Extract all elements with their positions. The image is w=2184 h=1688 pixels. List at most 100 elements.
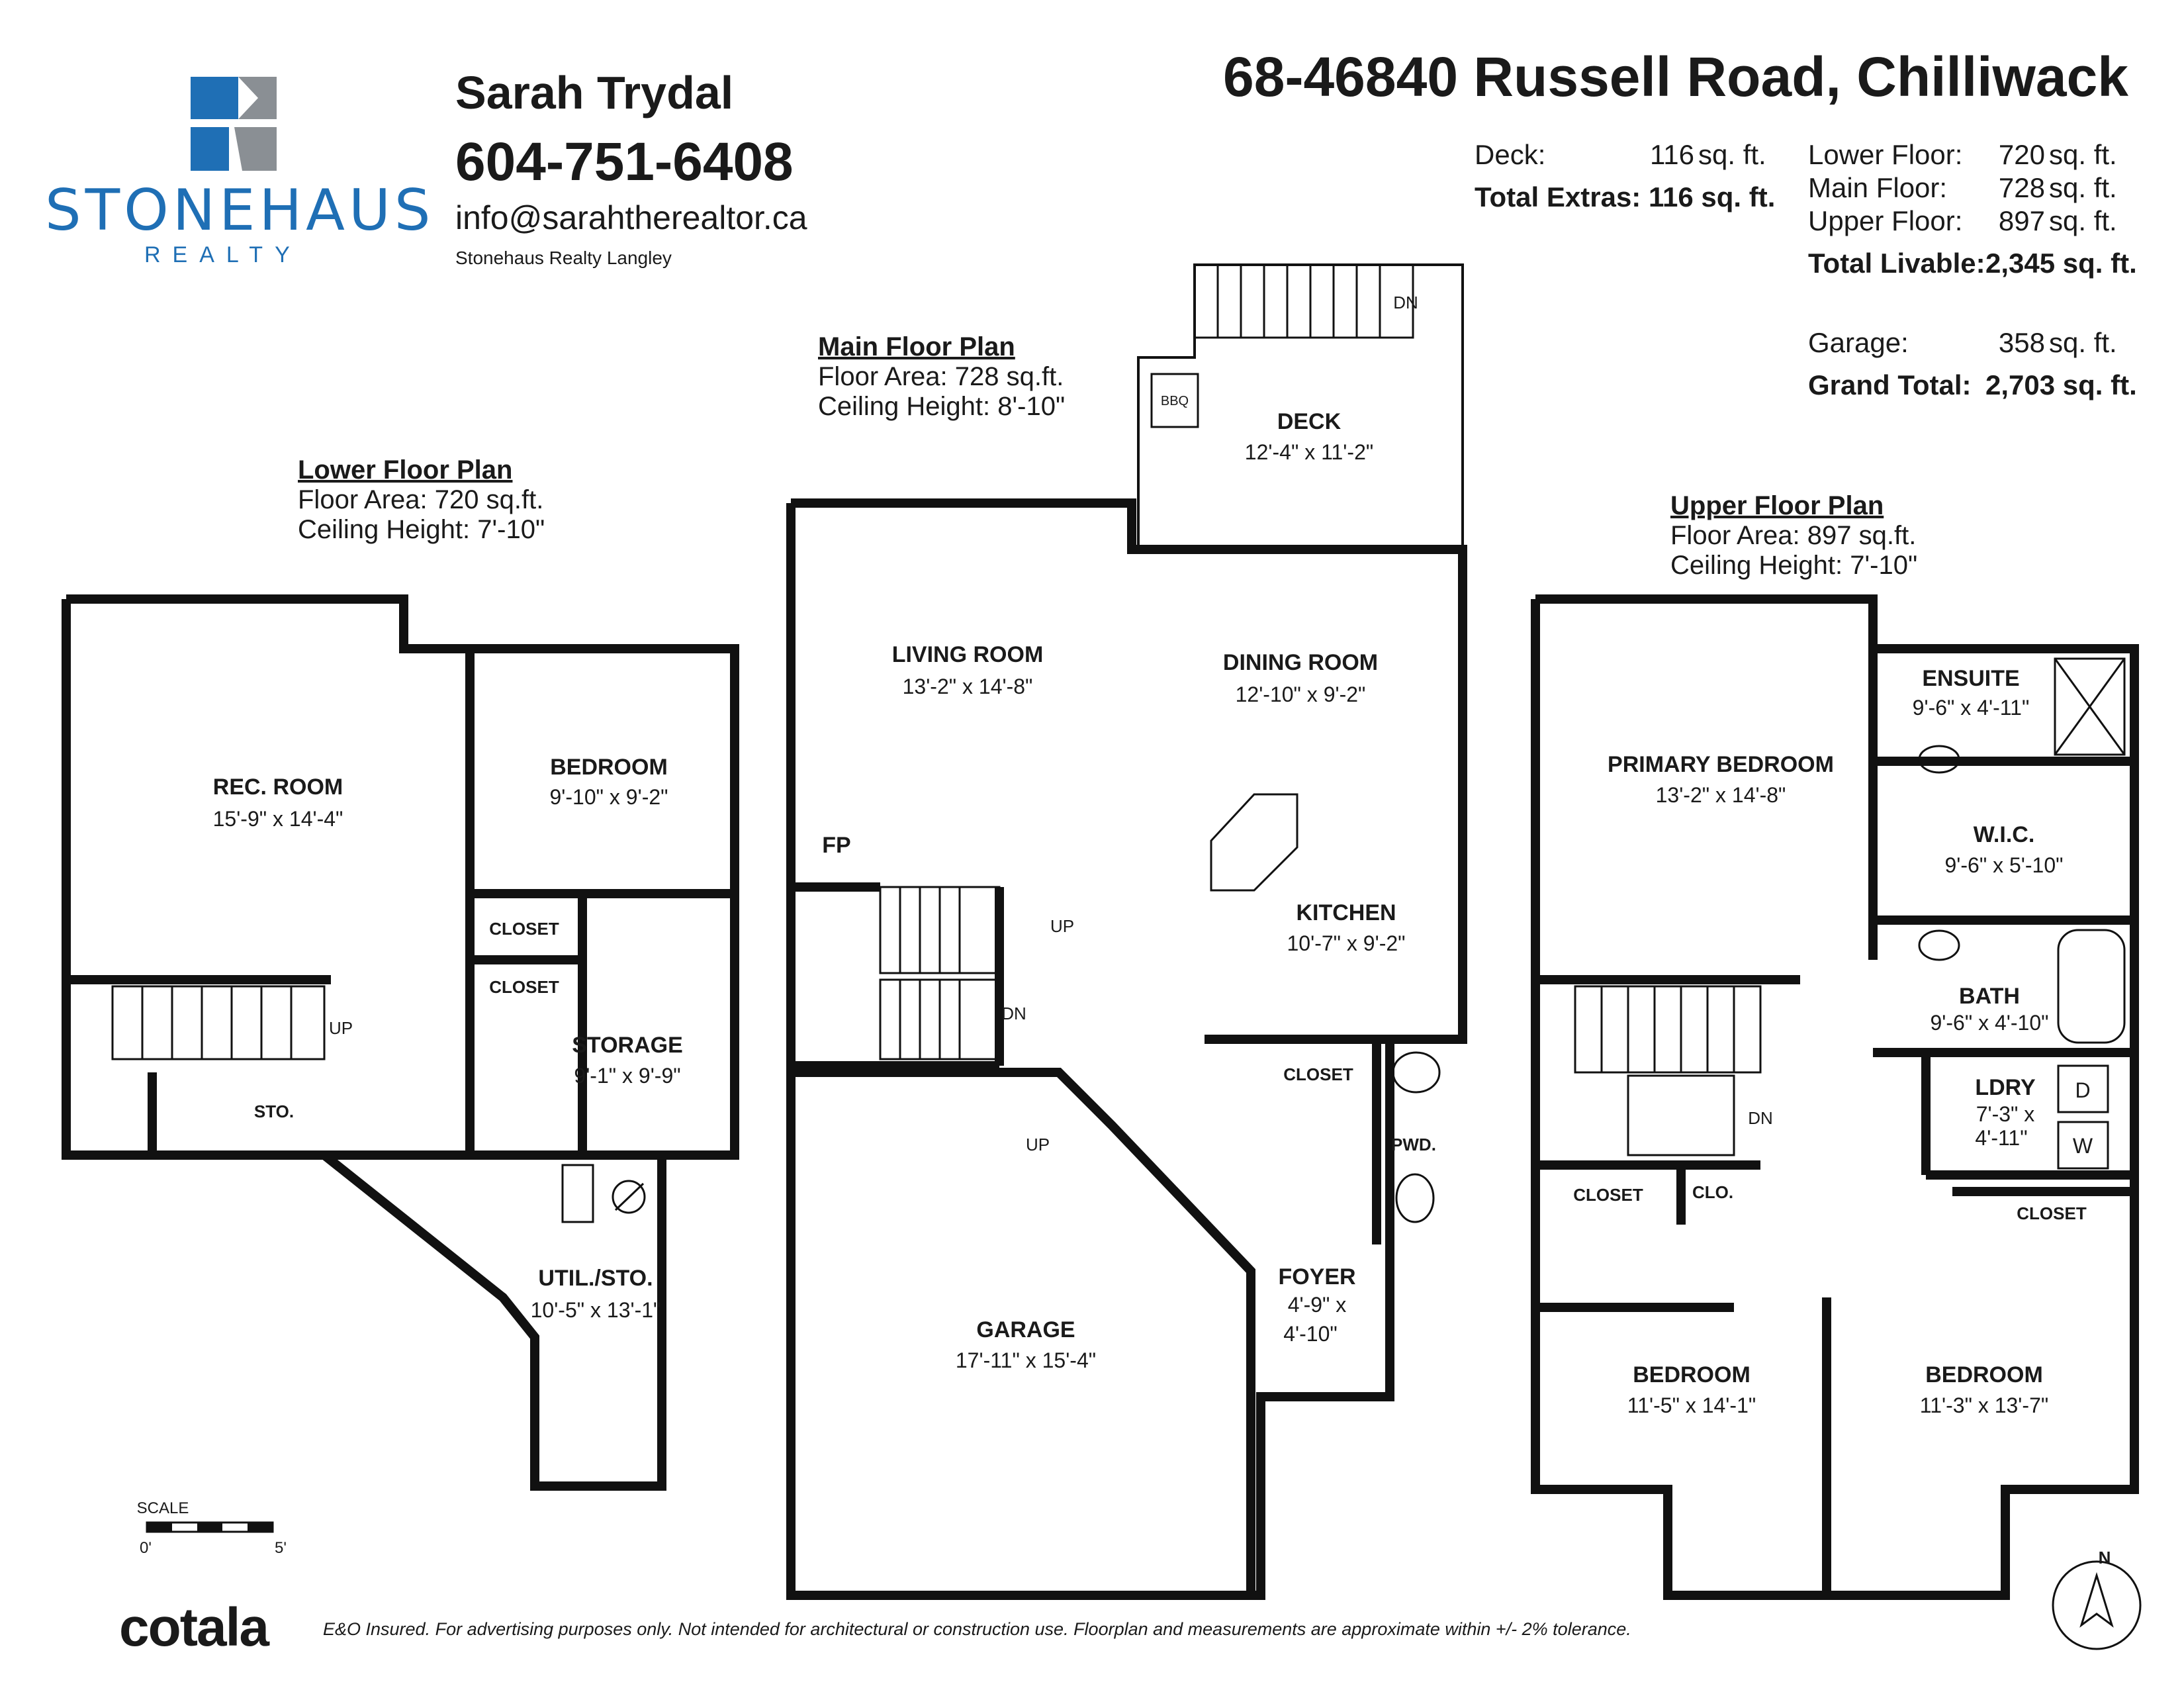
deck-label: DECK (1277, 409, 1342, 434)
living-room-label: LIVING ROOM (892, 642, 1044, 667)
north-compass-icon (2052, 1560, 2142, 1650)
garage-area-unit: sq. ft. (2049, 327, 2117, 358)
main-plan-heading: Main Floor Plan Floor Area: 728 sq.ft. C… (818, 332, 1065, 422)
property-address: 68-46840 Russell Road, Chilliwack (1223, 46, 2128, 108)
bedroom3-dim: 11'-3" x 13'-7" (1920, 1393, 2048, 1417)
util-dim: 10'-5" x 13'-1" (531, 1298, 661, 1322)
garage-wall (791, 1068, 1255, 1595)
brand-logo: STONEHAUS REALTY (45, 71, 431, 270)
water-heater (561, 1164, 594, 1223)
wic-label: W.I.C. (1974, 822, 2035, 847)
north-mark: N (2099, 1548, 2111, 1568)
upper-plan-ceiling: Ceiling Height: 7'-10" (1670, 551, 1918, 580)
upper-plan-title: Upper Floor Plan (1670, 491, 1884, 520)
upper-floor-plan (1531, 594, 2139, 1600)
upper-floor-unit: sq. ft. (2049, 205, 2117, 236)
lower-closet-label: CLOSET (489, 977, 559, 997)
wic-dim: 9'-6" x 5'-10" (1944, 853, 2063, 877)
ldry-dim: 4'-11" (1975, 1126, 2027, 1150)
storage-label: STORAGE (572, 1033, 683, 1058)
main-plan-area: Floor Area: 728 sq.ft. (818, 362, 1064, 391)
lower-plan-heading: Lower Floor Plan Floor Area: 720 sq.ft. … (298, 455, 545, 545)
furnace (612, 1180, 646, 1214)
bedroom2-dim: 11'-5" x 14'-1" (1627, 1393, 1756, 1417)
bath-sink (1918, 929, 1960, 961)
bbq-grill (1150, 373, 1199, 428)
agent-phone[interactable]: 604-751-6408 (455, 132, 794, 192)
upper-clo-label: CLO. (1692, 1182, 1733, 1202)
deck-area-value: 116 (1650, 139, 1694, 170)
dryer-mark: D (2075, 1078, 2090, 1102)
upper-closet-label: CLOSET (2017, 1203, 2087, 1223)
bbq-mark: BBQ (1161, 394, 1189, 408)
main-floor-plan (786, 263, 1467, 1600)
dryer-unit (2057, 1064, 2109, 1113)
kitchen-island (1210, 793, 1298, 892)
deck-stairs (1193, 263, 1414, 339)
total-extras-label: Total Extras: 116 sq. ft. (1475, 181, 1776, 212)
garage-area-value: 358 (1998, 327, 2045, 358)
lower-stairs (111, 985, 326, 1060)
bathtub (2057, 929, 2126, 1044)
upper-floor-value: 897 (1998, 205, 2045, 236)
lower-closet-label: CLOSET (489, 919, 559, 939)
upper-outer-wall (1531, 594, 2139, 1600)
agent-email[interactable]: info@sarahtherealtor.ca (455, 199, 807, 236)
foyer-dim: 4'-10" (1283, 1322, 1338, 1346)
util-label: UTIL./STO. (538, 1266, 653, 1291)
lower-floor-plan (62, 594, 739, 1491)
scale-label: SCALE (137, 1499, 189, 1517)
rec-room-dim: 15'-9" x 14'-4" (213, 807, 343, 831)
ensuite-dim: 9'-6" x 4'-11" (1913, 696, 2030, 720)
stair-dn-mark: DN (1393, 293, 1418, 312)
washer-unit (2057, 1121, 2109, 1170)
total-livable-number: 2,345 sq. ft. (1985, 248, 2137, 279)
main-closet-label: CLOSET (1283, 1064, 1353, 1084)
logo-mark (191, 77, 277, 171)
bath-dim: 9'-6" x 4'-10" (1930, 1011, 2048, 1035)
grand-total-value: 2,703 sq. ft. (1985, 369, 2137, 401)
ensuite-sink (1918, 745, 1960, 774)
lower-floor-value: 720 (1998, 139, 2045, 170)
garage-area-label: Garage: (1808, 327, 1909, 358)
upper-stairs (1574, 985, 1762, 1156)
kitchen-dim: 10'-7" x 9'-2" (1287, 931, 1405, 955)
bath-label: BATH (1959, 984, 2020, 1009)
grand-total-number: 2,703 sq. ft. (1985, 369, 2137, 400)
scale-end: 5' (275, 1539, 287, 1557)
upper-plan-heading: Upper Floor Plan Floor Area: 897 sq.ft. … (1670, 491, 1917, 581)
garage-label: GARAGE (976, 1317, 1075, 1342)
main-plan-ceiling: Ceiling Height: 8'-10" (818, 392, 1066, 421)
ldry-dim: 7'-3" x (1976, 1102, 2035, 1126)
total-livable-label: Total Livable: (1808, 248, 1985, 279)
main-stairs (879, 886, 1001, 1060)
agent-name: Sarah Trydal (455, 67, 734, 118)
grand-total-label: Grand Total: (1808, 369, 1972, 401)
lower-plan-title: Lower Floor Plan (298, 455, 513, 485)
brand-sub: REALTY (144, 242, 302, 267)
pwd-sink (1392, 1051, 1441, 1094)
deck-area-unit: sq. ft. (1698, 139, 1766, 170)
dining-room-label: DINING ROOM (1223, 650, 1378, 675)
upper-floor-label: Upper Floor: (1808, 205, 1963, 236)
lower-plan-area: Floor Area: 720 sq.ft. (298, 485, 544, 514)
disclaimer-text: E&O Insured. For advertising purposes on… (323, 1619, 1631, 1639)
stair-up-mark: UP (1026, 1135, 1050, 1154)
grand-total-text: Grand Total: (1808, 369, 1972, 400)
upper-closet-label: CLOSET (1573, 1185, 1643, 1205)
ensuite-label: ENSUITE (1922, 666, 2019, 691)
living-room-dim: 13'-2" x 14'-8" (903, 675, 1033, 698)
total-livable-text: Total Livable: (1808, 248, 1985, 279)
primary-bedroom-label: PRIMARY BEDROOM (1608, 752, 1834, 777)
main-floor-unit: sq. ft. (2049, 172, 2117, 203)
pwd-label: PWD. (1391, 1135, 1436, 1154)
main-floor-value: 728 (1998, 172, 2045, 203)
deck-dim: 12'-4" x 11'-2" (1245, 440, 1373, 464)
sto-label: STO. (254, 1102, 294, 1121)
ldry-label: LDRY (1975, 1075, 2036, 1100)
lower-floor-unit: sq. ft. (2049, 139, 2117, 170)
kitchen-label: KITCHEN (1296, 900, 1396, 925)
foyer-dim: 4'-9" x (1288, 1293, 1347, 1317)
scale-start: 0' (140, 1539, 152, 1557)
